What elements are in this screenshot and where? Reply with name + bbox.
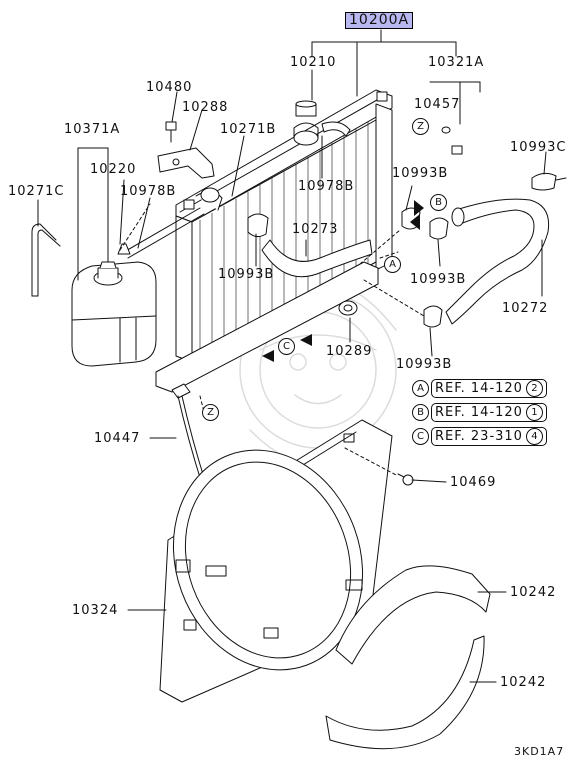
label-10220[interactable]: 10220 <box>90 162 137 177</box>
label-10447[interactable]: 10447 <box>94 431 141 446</box>
reference-b-marker: B <box>412 404 429 421</box>
label-10321a[interactable]: 10321A <box>428 55 485 70</box>
label-10271b[interactable]: 10271B <box>220 122 277 137</box>
label-10457[interactable]: 10457 <box>414 97 461 112</box>
label-10288[interactable]: 10288 <box>182 100 229 115</box>
fan-shroud <box>143 420 393 702</box>
label-10993b-top[interactable]: 10993B <box>392 166 449 181</box>
bolt-10469 <box>398 474 413 485</box>
marker-b: B <box>430 194 447 211</box>
hose-10271c <box>32 224 60 296</box>
marker-c: C <box>278 338 295 355</box>
label-leaders <box>38 70 546 682</box>
label-10271c[interactable]: 10271C <box>8 184 65 199</box>
hose-10978b-left <box>124 208 204 258</box>
reference-b-text: REF. 14-120 <box>435 405 523 420</box>
hose-10273 <box>262 240 372 277</box>
label-10273[interactable]: 10273 <box>292 222 339 237</box>
label-10480[interactable]: 10480 <box>146 80 193 95</box>
reference-a-marker: A <box>412 380 429 397</box>
bushing-10289 <box>339 301 357 315</box>
bolt-and-bracket <box>158 122 214 178</box>
reference-c[interactable]: C REF. 23-310 4 <box>412 427 547 446</box>
marker-a: A <box>384 256 401 273</box>
shroud-arc-upper <box>336 566 490 664</box>
reference-c-box: REF. 23-310 4 <box>431 427 547 446</box>
label-10289[interactable]: 10289 <box>326 344 373 359</box>
label-10242-upper[interactable]: 10242 <box>510 585 557 600</box>
clamp-10993b-set <box>248 208 448 327</box>
reference-a-box: REF. 14-120 2 <box>431 379 547 398</box>
drain-plug-parts <box>430 82 480 154</box>
label-10371a[interactable]: 10371A <box>64 122 121 137</box>
main-part-leaders <box>312 30 456 96</box>
label-10469[interactable]: 10469 <box>450 475 497 490</box>
figure-code: 3KD1A7 <box>514 745 565 758</box>
label-10978b-right[interactable]: 10978B <box>298 179 355 194</box>
tube-10220 <box>118 244 130 254</box>
label-10324[interactable]: 10324 <box>72 603 119 618</box>
label-10993c[interactable]: 10993C <box>510 140 567 155</box>
label-10993b-left[interactable]: 10993B <box>218 267 275 282</box>
label-10993b-right[interactable]: 10993B <box>410 272 467 287</box>
reference-b[interactable]: B REF. 14-120 1 <box>412 403 547 422</box>
reservoir-tank <box>72 262 156 366</box>
shroud-arc-lower <box>326 636 484 749</box>
label-10242-lower[interactable]: 10242 <box>500 675 547 690</box>
reference-b-box: REF. 14-120 1 <box>431 403 547 422</box>
reference-a-text: REF. 14-120 <box>435 381 523 396</box>
main-part-number[interactable]: 10200A <box>345 12 414 29</box>
label-10993b-bottom[interactable]: 10993B <box>396 357 453 372</box>
reference-a[interactable]: A REF. 14-120 2 <box>412 379 547 398</box>
flow-arrows <box>262 200 424 362</box>
clamp-10993c <box>532 173 566 190</box>
reference-c-sub: 4 <box>525 428 543 445</box>
dashed-guides <box>120 204 424 476</box>
reference-c-marker: C <box>412 428 429 445</box>
marker-z-lower: Z <box>202 404 219 421</box>
radiator-cap <box>296 101 316 116</box>
label-10210[interactable]: 10210 <box>290 55 337 70</box>
hose-10978b-right <box>322 122 350 136</box>
reference-a-sub: 2 <box>525 380 543 397</box>
hose-10272 <box>446 199 549 324</box>
reference-b-sub: 1 <box>525 404 543 421</box>
label-10978b-left[interactable]: 10978B <box>120 184 177 199</box>
label-10272[interactable]: 10272 <box>502 301 549 316</box>
reference-c-text: REF. 23-310 <box>435 429 523 444</box>
marker-z-upper: Z <box>412 118 429 135</box>
